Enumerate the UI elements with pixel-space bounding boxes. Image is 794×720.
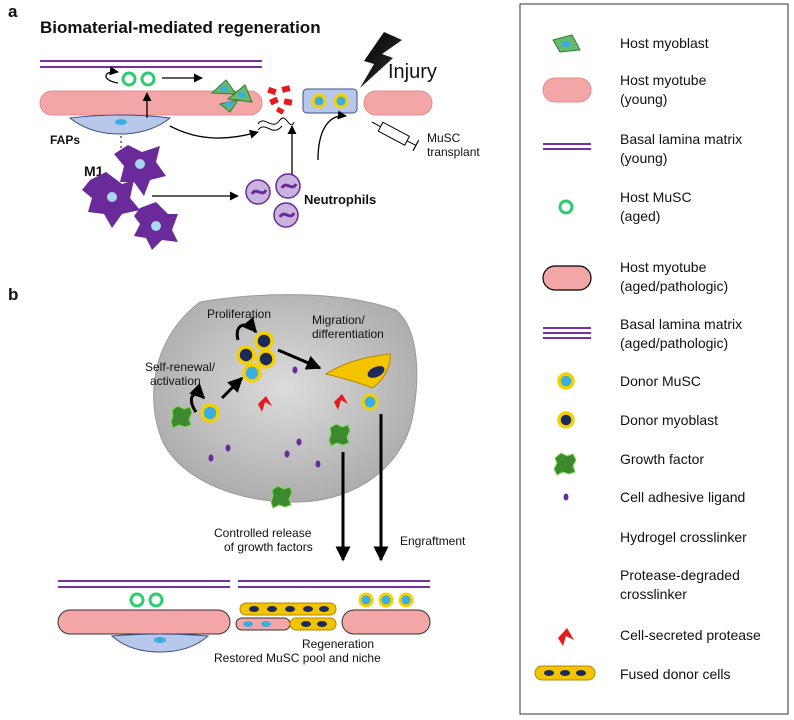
legend-item-12-l1: Protease-degraded — [620, 567, 740, 583]
host-myoblast-cluster — [210, 79, 253, 113]
fap-to-injury-arrow — [169, 125, 259, 139]
m1-macrophage-2 — [82, 172, 140, 228]
legend-box — [519, 3, 789, 715]
legend-lamina-aged-icon — [543, 327, 591, 339]
bottom-host-musc-pair — [129, 592, 164, 608]
legend-donor-musc-icon — [557, 372, 575, 390]
legend-host-musc-icon — [558, 199, 574, 215]
legend-item-7-l1: Donor MuSC — [620, 373, 701, 389]
musc-transplant-label-2: transplant — [427, 145, 480, 159]
bottom-basal-lamina-right — [238, 580, 430, 588]
growth-factors — [170, 405, 351, 509]
adhesive-ligands — [208, 366, 321, 468]
legend-donor-myoblast-icon — [557, 411, 575, 429]
panel-b-label: b — [8, 285, 18, 304]
red-debris — [267, 85, 293, 115]
lightning-icon — [360, 32, 402, 88]
release-label-1: Controlled release — [214, 526, 312, 540]
legend-item-9-l1: Growth factor — [620, 451, 704, 467]
legend-item-5-l1: Host myotube — [620, 259, 707, 275]
legend-fused-donor-icon — [534, 665, 596, 681]
migration-label-1: Migration/ — [312, 313, 365, 327]
bottom-basal-lamina-left — [58, 580, 230, 588]
legend-item-2-l1: Host myotube — [620, 72, 707, 88]
host-musc-pair — [121, 71, 156, 87]
legend-item-11-l1: Hydrogel crosslinker — [620, 529, 747, 545]
neutrophils-label: Neutrophils — [304, 192, 376, 207]
legend-myotube-young-icon — [542, 77, 592, 103]
bottom-fap-cell — [110, 633, 210, 653]
proliferation-label: Proliferation — [207, 307, 271, 321]
legend-item-3-l2: (young) — [620, 150, 667, 166]
proliferating-donor-cluster — [236, 331, 276, 383]
legend-item-5-l2: (aged/pathologic) — [620, 278, 728, 294]
legend-growth-factor-icon — [553, 452, 577, 476]
ecm-squiggle-2 — [257, 125, 283, 131]
selfrenewal-arrow — [189, 383, 206, 413]
musc-transplant-label-1: MuSC — [427, 131, 461, 145]
legend-item-1-l1: Host myoblast — [620, 35, 709, 51]
proliferation-loop-arrow — [235, 316, 258, 341]
faps-label: FAPs — [50, 133, 80, 147]
proteases — [258, 394, 348, 412]
syringe-icon — [371, 121, 420, 152]
m1-macrophage-3 — [134, 202, 178, 250]
selfrenewal-label-2: activation — [150, 374, 201, 388]
neutrophil-cluster — [245, 173, 301, 228]
injury-label: Injury — [388, 61, 437, 83]
migration-label-2: differentiation — [312, 327, 384, 341]
bottom-myotube-right — [341, 609, 431, 635]
restored-label: Restored MuSC pool and niche — [214, 651, 381, 665]
fused-donor-cells — [235, 602, 337, 631]
bottom-myotube-left — [57, 609, 231, 635]
legend-item-4-l1: Host MuSC — [620, 189, 692, 205]
ecm-squiggle — [257, 117, 295, 126]
fap-cell — [68, 114, 172, 135]
legend-myotube-aged-icon — [542, 265, 592, 291]
legend-lamina-young-icon — [543, 143, 591, 150]
legend-item-2-l2: (young) — [620, 91, 667, 107]
engraftment-label: Engraftment — [400, 534, 466, 548]
m1-macrophage-1 — [114, 145, 166, 196]
host-myotube-left — [39, 90, 263, 116]
hydrogel-scaffold — [153, 294, 418, 503]
legend-item-6-l1: Basal lamina matrix — [620, 316, 742, 332]
self-renewal-arrow-a — [105, 66, 119, 84]
legend-item-3-l1: Basal lamina matrix — [620, 131, 742, 147]
donor-musc-single — [200, 403, 220, 423]
legend-host-myoblast-icon — [552, 34, 581, 53]
selfrenewal-label-1: Self-renewal/ — [145, 360, 216, 374]
legend-item-14-l1: Fused donor cells — [620, 666, 731, 682]
host-myotube-right — [363, 90, 433, 116]
panel-a-title: Biomaterial-mediated regeneration — [40, 18, 321, 37]
legend-item-12-l2: crosslinker — [620, 586, 687, 602]
legend-item-13-l1: Cell-secreted protease — [620, 627, 761, 643]
donor-musc-right — [361, 393, 379, 411]
differentiating-donor-myoblast — [324, 353, 391, 389]
activation-arrow — [220, 376, 244, 400]
legend-protease-icon — [558, 628, 574, 646]
legend-item-6-l2: (aged/pathologic) — [620, 335, 728, 351]
transplant-arrow — [317, 110, 347, 161]
bottom-donor-musc-row — [358, 592, 414, 608]
legend-item-10-l1: Cell adhesive ligand — [620, 489, 745, 505]
release-label-2: of growth factors — [224, 540, 313, 554]
legend-item-8-l1: Donor myoblast — [620, 412, 718, 428]
regeneration-label: Regeneration — [302, 637, 374, 651]
migration-arrow — [277, 348, 322, 370]
m1-label: M1 — [84, 163, 104, 179]
transplanted-donor-segment — [302, 88, 358, 114]
basal-lamina-young — [40, 60, 262, 68]
panel-a-label: a — [8, 2, 18, 21]
legend-ligand-icon — [563, 493, 569, 501]
legend-item-4-l2: (aged) — [620, 208, 660, 224]
